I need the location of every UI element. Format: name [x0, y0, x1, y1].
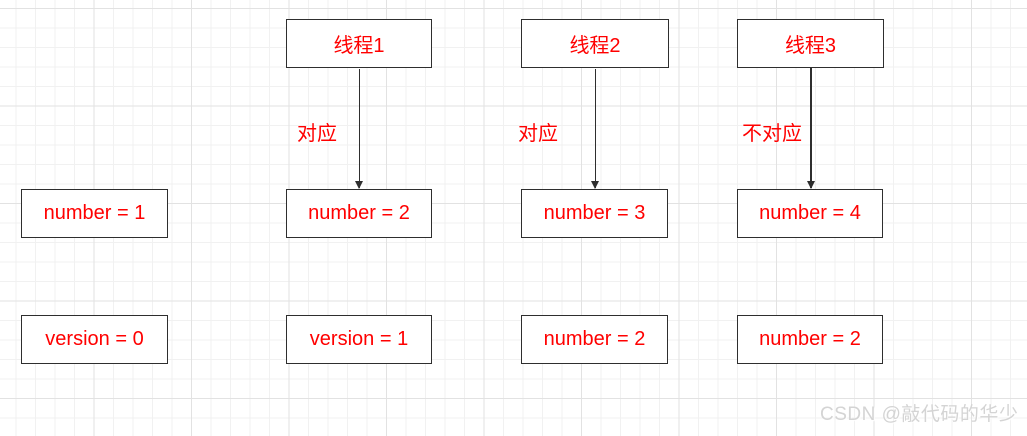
number2-box: number = 2 — [286, 189, 432, 238]
thread2-box: 线程2 — [521, 19, 669, 68]
arrow-head-icon — [591, 181, 599, 189]
thread3-box: 线程3 — [737, 19, 884, 68]
arrow-line — [358, 69, 361, 188]
bottom-number2-box-left: number = 2 — [521, 315, 668, 364]
arrow-label-thread1: 对应 — [297, 123, 337, 145]
number4-box: number = 4 — [737, 189, 883, 238]
arrow-head-icon — [355, 181, 363, 189]
number3-box: number = 3 — [521, 189, 668, 238]
bottom-number2-box-right: number = 2 — [737, 315, 883, 364]
arrow-label-thread2: 对应 — [518, 123, 558, 145]
arrow-label-thread3: 不对应 — [742, 123, 802, 145]
arrow-line — [810, 68, 812, 188]
number1-box: number = 1 — [21, 189, 168, 238]
csdn-watermark: CSDN @敲代码的华少 — [820, 404, 1019, 425]
thread1-box: 线程1 — [286, 19, 432, 68]
arrow-head-icon — [806, 181, 815, 189]
version0-box: version = 0 — [21, 315, 168, 364]
arrow-line — [594, 69, 597, 188]
version1-box: version = 1 — [286, 315, 432, 364]
